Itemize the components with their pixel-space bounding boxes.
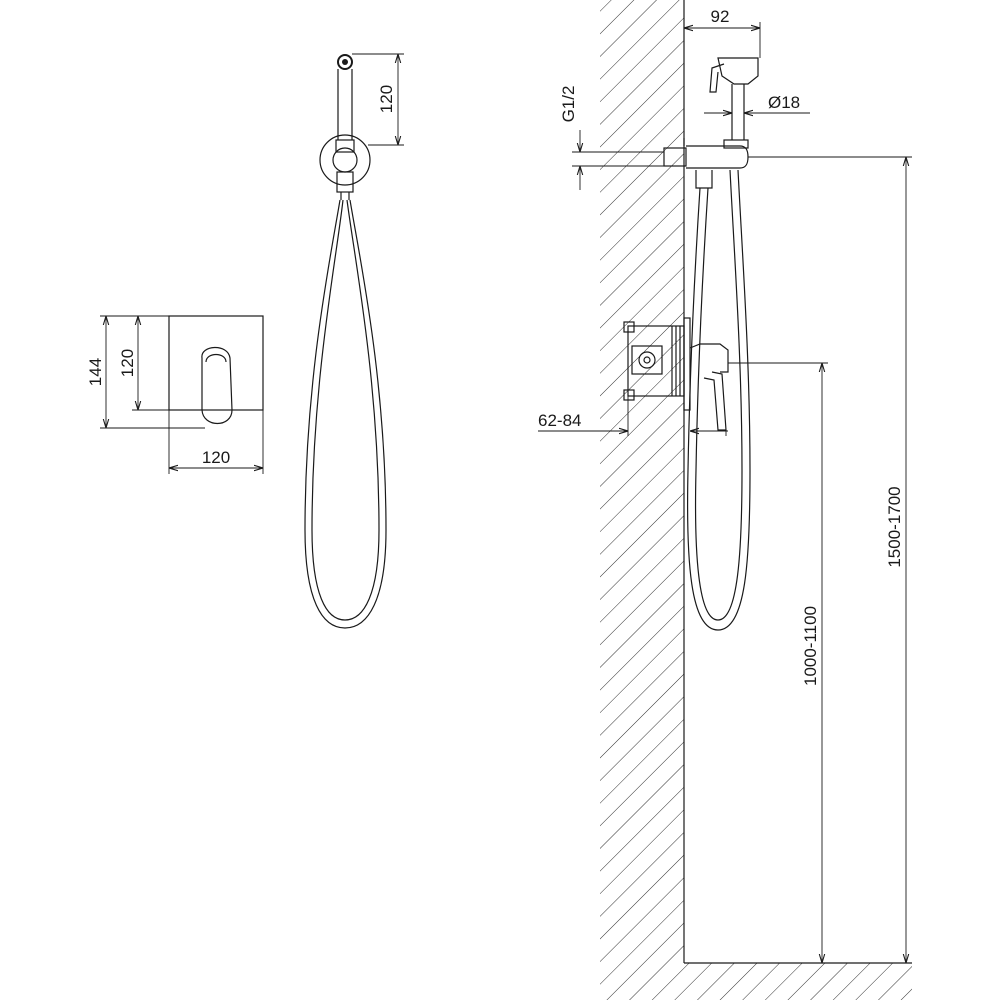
label-spray-height: 120 — [377, 85, 396, 113]
dimension-panel-total-height: 144 — [86, 315, 205, 429]
dimension-panel-height: 120 — [118, 315, 169, 411]
wall-section — [600, 0, 685, 1000]
label-panel-height: 120 — [118, 349, 137, 377]
side-view-assembly — [623, 57, 759, 631]
label-holder-height: 1500-1700 — [885, 486, 904, 567]
floor-section — [684, 962, 912, 1000]
label-depth: 92 — [711, 7, 730, 26]
dimension-mixer-height: 1000-1100 — [728, 362, 828, 963]
dimension-depth: 92 — [683, 7, 761, 138]
label-thread: G1/2 — [559, 86, 578, 123]
label-hose-diameter: Ø18 — [768, 93, 800, 112]
dimension-holder-height: 1500-1700 — [748, 156, 912, 963]
dimension-wall-depth: 62-84 — [538, 396, 728, 436]
label-panel-width: 120 — [202, 448, 230, 467]
label-panel-total-height: 144 — [86, 358, 105, 386]
dimension-hose-diameter: Ø18 — [704, 93, 810, 113]
hand-shower-front-view — [304, 54, 387, 629]
dimension-thread: G1/2 — [559, 86, 664, 190]
label-mixer-height: 1000-1100 — [801, 606, 820, 686]
dimension-panel-width: 120 — [168, 410, 264, 474]
dimension-spray-height: 120 — [352, 53, 404, 146]
label-wall-depth: 62-84 — [538, 411, 581, 430]
mixer-panel-front-view — [168, 315, 264, 424]
